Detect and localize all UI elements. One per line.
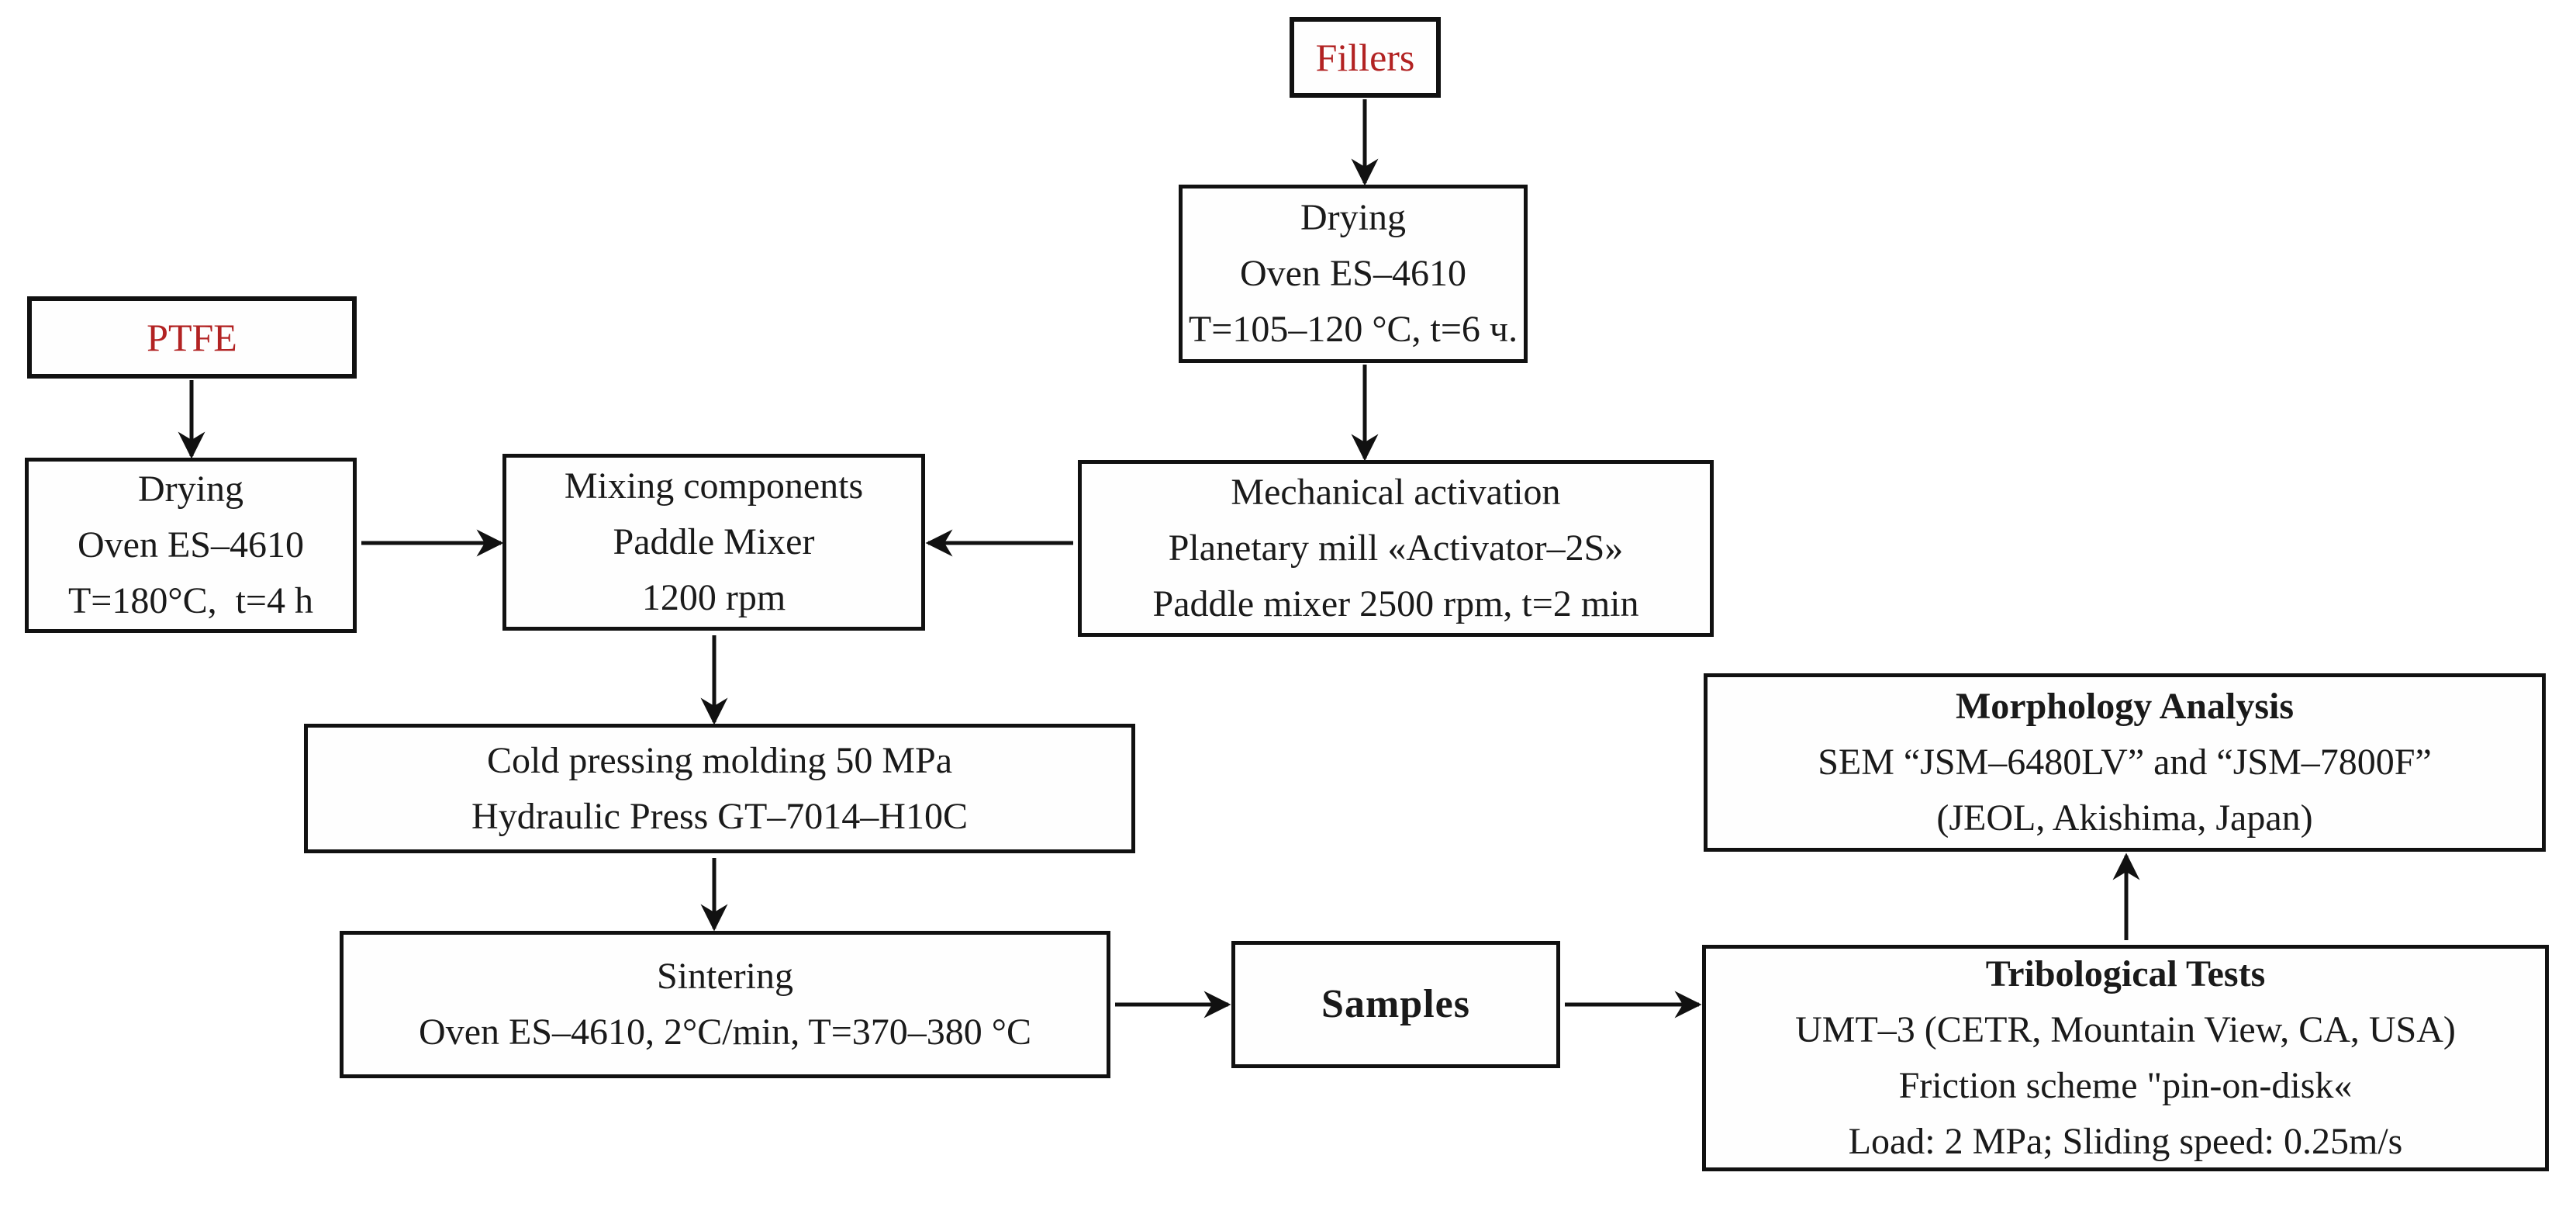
morphology-line-1: SEM “JSM–6480LV” and “JSM–7800F” — [1818, 742, 2432, 783]
node-samples: Samples — [1231, 941, 1560, 1068]
node-ptfe-label: PTFE — [147, 315, 237, 359]
ptfe-drying-line-3: T=180°C, t=4 h — [67, 580, 313, 621]
node-samples-label: Samples — [1321, 982, 1470, 1026]
mech-activation-line-1: Mechanical activation — [1231, 472, 1561, 513]
node-fillers-drying: Drying Oven ES–4610 T=105–120 °C, t=6 ч. — [1179, 185, 1528, 363]
node-cold-pressing: Cold pressing molding 50 MPa Hydraulic P… — [304, 724, 1135, 853]
tribological-line-1: UMT–3 (CETR, Mountain View, CA, USA) — [1795, 1009, 2456, 1050]
mech-activation-line-2: Planetary mill «Activator–2S» — [1168, 527, 1624, 569]
morphology-title: Morphology Analysis — [1955, 686, 2295, 727]
tribological-title: Tribological Tests — [1985, 953, 2266, 994]
fillers-drying-line-3: T=105–120 °C, t=6 ч. — [1188, 309, 1518, 350]
cold-pressing-line-1: Cold pressing molding 50 MPa — [486, 739, 953, 781]
ptfe-drying-line-1: Drying — [138, 469, 243, 510]
fillers-drying-line-1: Drying — [1300, 197, 1406, 238]
mixing-line-3: 1200 rpm — [641, 577, 786, 618]
node-ptfe-drying: Drying Oven ES–4610 T=180°C, t=4 h — [25, 458, 357, 633]
sintering-line-2: Oven ES–4610, 2°C/min, T=370–380 °C — [419, 1012, 1031, 1053]
ptfe-drying-line-2: Oven ES–4610 — [78, 524, 304, 565]
node-fillers: Fillers — [1290, 17, 1441, 98]
mech-activation-line-3: Paddle mixer 2500 rpm, t=2 min — [1152, 583, 1639, 624]
node-mixing: Mixing components Paddle Mixer 1200 rpm — [502, 454, 925, 631]
node-tribological-tests: Tribological Tests UMT–3 (CETR, Mountain… — [1702, 945, 2549, 1171]
node-ptfe: PTFE — [27, 296, 357, 379]
mixing-line-2: Paddle Mixer — [613, 521, 815, 562]
morphology-line-2: (JEOL, Akishima, Japan) — [1936, 797, 2313, 839]
node-fillers-label: Fillers — [1315, 35, 1415, 79]
node-sintering: Sintering Oven ES–4610, 2°C/min, T=370–3… — [340, 931, 1110, 1078]
node-mechanical-activation: Mechanical activation Planetary mill «Ac… — [1078, 460, 1714, 637]
fillers-drying-line-2: Oven ES–4610 — [1240, 253, 1466, 294]
tribological-line-2: Friction scheme "pin-on-disk« — [1898, 1065, 2353, 1106]
sintering-line-1: Sintering — [657, 956, 793, 997]
tribological-line-3: Load: 2 MPa; Sliding speed: 0.25m/s — [1848, 1121, 2403, 1162]
node-morphology-analysis: Morphology Analysis SEM “JSM–6480LV” and… — [1704, 673, 2546, 852]
mixing-line-1: Mixing components — [564, 465, 864, 507]
cold-pressing-line-2: Hydraulic Press GT–7014–H10C — [471, 795, 968, 837]
